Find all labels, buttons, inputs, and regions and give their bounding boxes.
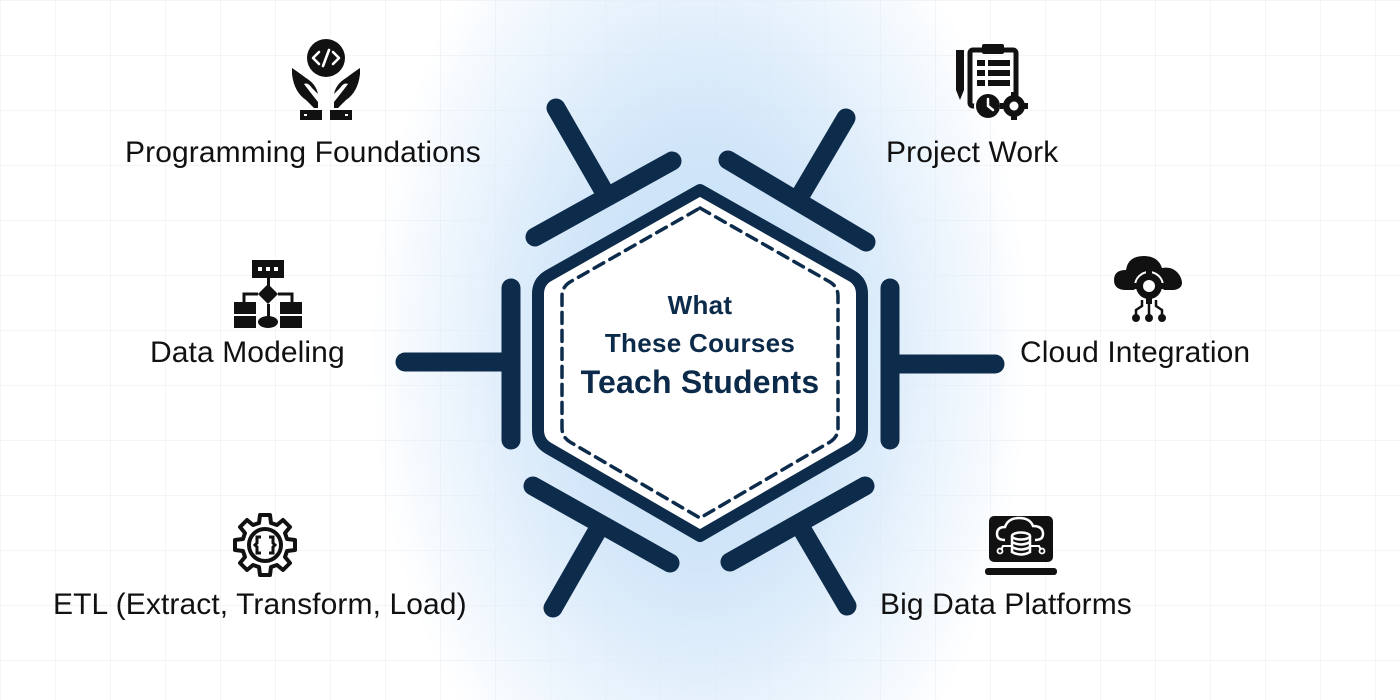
topic-label: Cloud Integration [1020,336,1251,369]
center-title-line-1: What [667,290,733,320]
gear-brackets-icon [233,513,297,577]
connector-bottom-left [523,476,680,618]
connector-top-left [525,98,682,247]
connector-left [395,278,521,450]
center-title: What These Courses Teach Students [560,286,840,402]
laptop-cloud-database-icon [985,516,1057,575]
topic-label: Project Work [886,136,1059,169]
connector-bottom-right [720,476,875,616]
topic-label: Programming Foundations [125,136,481,169]
hexagon-dashed-border [560,206,840,520]
hexagon-outline [532,184,868,542]
clipboard-clock-gear-icon [956,44,1028,120]
center-title-line-3: Teach Students [580,364,820,400]
topic-label: Big Data Platforms [880,588,1132,621]
topic-label: ETL (Extract, Transform, Load) [53,588,467,621]
cloud-gear-network-icon [1114,256,1182,322]
flowchart-icon [234,260,302,328]
hands-code-icon [292,39,360,120]
center-title-line-2: These Courses [604,328,796,358]
topic-label: Data Modeling [150,336,345,369]
connector-right [880,278,1005,450]
connector-top-right [718,108,876,252]
